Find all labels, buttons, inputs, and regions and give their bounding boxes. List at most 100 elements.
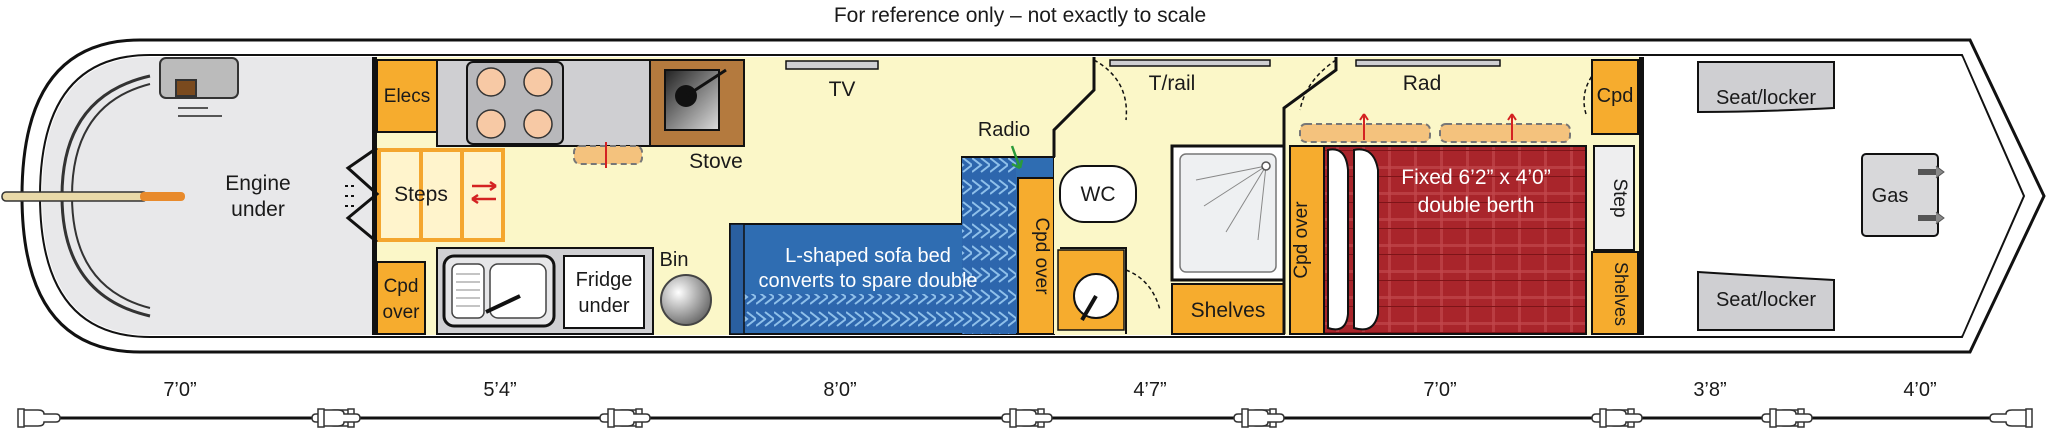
basin-cabinet (1060, 247, 1127, 334)
pillow-icon (1353, 148, 1379, 331)
hatch-steps (178, 107, 222, 117)
bed-hatch-2 (1439, 123, 1571, 143)
hob-burner-icon (476, 67, 506, 97)
shelves-bow (1591, 251, 1639, 335)
pointing-hand-icon (1769, 408, 1813, 428)
bedroom-bulkhead (1282, 57, 1338, 146)
seat-locker-top (1697, 61, 1835, 114)
sofa-arm (729, 223, 745, 335)
hob-burner-icon (523, 67, 553, 97)
dimension-label: 4’0” (1903, 379, 1936, 401)
dimension-label: 3’8” (1693, 379, 1726, 401)
shelves-bathroom (1171, 283, 1285, 335)
step-bow-label: Step (1609, 178, 1630, 217)
radio-pointer-icon (1010, 145, 1022, 169)
hob-burner-icon (476, 109, 506, 139)
pointing-hand-icon (1241, 408, 1285, 428)
tv-label: TV (829, 78, 856, 101)
shower-icon (1179, 153, 1277, 273)
hatch-handle (175, 79, 197, 97)
hull-inner (38, 54, 2026, 338)
sink-drainer (451, 263, 485, 319)
basin-tap (1080, 294, 1098, 322)
bed-label-line2: double berth (1418, 194, 1535, 217)
cupboard-bow-label: Cpd (1597, 85, 1634, 107)
tv-icon (785, 60, 879, 70)
hatch-arrow-icon (1359, 113, 1369, 140)
stern-deck (42, 57, 374, 335)
seat-locker-bottom-label: Seat/locker (1716, 289, 1816, 311)
pointing-hand-icon (1989, 408, 2033, 428)
pointing-hand-icon (1009, 408, 1053, 428)
elecs-cupboard (376, 59, 438, 133)
radiator-icon (1355, 59, 1501, 67)
cupboard-bow (1591, 59, 1639, 135)
bathroom-door-swing (1125, 269, 1161, 311)
scale-note: For reference only – not exactly to scal… (834, 4, 1206, 27)
pointing-hand-icon (317, 408, 361, 428)
dimension-row: 7’0”5’4”8’0”4’7”7’0”3’8”4’0” (17, 379, 2033, 428)
arrow-icon (1011, 159, 1024, 170)
door-swing (1093, 59, 1128, 121)
radiator-label: Rad (1403, 72, 1442, 95)
dimension-label: 7’0” (163, 379, 196, 401)
fridge-label-line1: Fridge (576, 269, 633, 291)
bow-well (1644, 57, 2022, 335)
steps-treads (419, 150, 464, 240)
shelves-bow-label: Shelves (1611, 262, 1631, 326)
steps (377, 148, 505, 242)
cpd-over-bed (1289, 145, 1325, 335)
pointing-hand-icon (1599, 408, 1643, 428)
tiller-icon (1, 191, 148, 202)
radio-label: Radio (978, 119, 1030, 141)
hatch-arrow-icon (1507, 113, 1517, 140)
pillow-icon (1327, 148, 1349, 331)
arrow-icon (471, 180, 497, 205)
hatch-box (159, 57, 239, 99)
elecs-label: Elecs (384, 86, 430, 107)
shower-spray (1195, 165, 1267, 241)
step-bow (1593, 145, 1635, 251)
towel-rail-icon (1109, 59, 1271, 67)
cupboard-door-swing (1583, 75, 1593, 115)
bow-bulkhead (1639, 57, 1644, 335)
dimension-label: 5’4” (483, 379, 516, 401)
drainer-lines (456, 273, 480, 307)
tap-icon (485, 294, 521, 314)
dimension-label: 8’0” (823, 379, 856, 401)
sink-bowl (489, 263, 547, 319)
shelves-bathroom-label: Shelves (1191, 299, 1266, 322)
bedroom-door-swing (1299, 59, 1337, 111)
stove-label: Stove (689, 150, 743, 173)
dimension-label: 7’0” (1423, 379, 1456, 401)
fridge-label-line2: under (578, 295, 629, 317)
cpd-over-stern-line1: Cpd (384, 276, 419, 297)
floor-hatch (573, 145, 643, 165)
gas-valve-icon (1935, 165, 1945, 225)
gas-label: Gas (1872, 185, 1909, 207)
bin-label: Bin (660, 249, 689, 271)
pointing-hand-icon (607, 408, 651, 428)
cpd-over-stern-line2: over (383, 302, 421, 323)
seat-locker-bottom (1697, 270, 1835, 331)
tiller-handle (140, 192, 185, 201)
cpd-over-bed-label: Cpd over (1291, 201, 1312, 279)
cpd-over-mid (1017, 177, 1055, 335)
hob-burner-icon (523, 109, 553, 139)
wc-label: WC (1081, 183, 1116, 206)
shower-head-icon (1261, 161, 1271, 171)
gas-bottle-icon (1918, 169, 1938, 221)
stove-flue-pipe (685, 68, 727, 98)
sofa-base-pattern (744, 294, 1016, 330)
cpd-over-stern (376, 261, 426, 335)
towel-rail-label: T/rail (1149, 72, 1196, 95)
engine-label-line1: Engine (225, 172, 290, 195)
bed-label-line1: Fixed 6’2” x 4’0” (1401, 166, 1550, 189)
steps-arrows-icon (472, 184, 496, 201)
stern-door (345, 146, 380, 244)
steps-label: Steps (394, 183, 448, 206)
saloon-bulkhead (1052, 57, 1096, 157)
fridge (563, 255, 645, 329)
bin-icon (660, 274, 712, 326)
